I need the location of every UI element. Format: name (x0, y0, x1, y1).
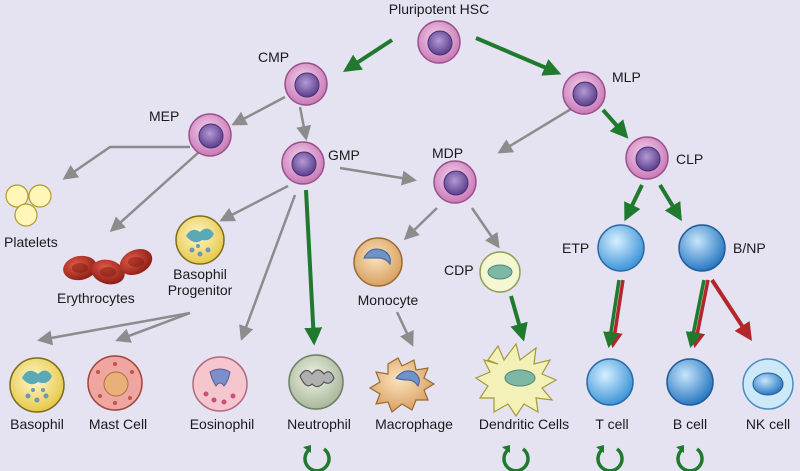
label-erythrocytes: Erythrocytes (57, 290, 135, 306)
label-eosinophil: Eosinophil (189, 416, 255, 432)
hsc-cell (417, 20, 461, 64)
label-mast-cell: Mast Cell (88, 416, 148, 432)
neutrophil-cell (288, 354, 344, 410)
label-etp: ETP (562, 240, 590, 256)
mep-cell (188, 113, 232, 157)
label-macrophage: Macrophage (375, 416, 453, 432)
basophil-cell (9, 357, 65, 413)
clp-cell (625, 136, 669, 180)
label-dendritic: Dendritic Cells (478, 416, 570, 432)
arrow-bnp-bcell-green (685, 279, 706, 349)
cmp-cell (284, 62, 328, 106)
arrows (37, 36, 752, 349)
mdp-cell (433, 160, 477, 204)
eosinophil-cell (192, 356, 248, 412)
label-clp: CLP (676, 151, 704, 167)
label-basophil: Basophil (10, 416, 64, 432)
bnp-cell (678, 224, 726, 272)
label-mlp: MLP (612, 69, 641, 85)
label-tcell: T cell (595, 416, 629, 432)
label-platelets: Platelets (4, 234, 58, 250)
mast-cell (87, 355, 143, 411)
basophil-progenitor-cell (175, 215, 225, 265)
erythrocytes-cells (63, 248, 153, 285)
neutrophil-renewal-icon (303, 445, 331, 471)
label-bcell: B cell (672, 416, 708, 432)
dendritic-cell (474, 342, 558, 418)
bcell-cell (666, 358, 714, 406)
label-mep: MEP (149, 108, 180, 124)
etp-cell (597, 224, 645, 272)
arrow-hsc-cmp (342, 38, 394, 72)
nkcell-cell (742, 358, 794, 410)
arrow-cdp-dendritic (509, 295, 528, 342)
arrow-clp-bnp (658, 183, 682, 222)
label-cmp: CMP (258, 49, 290, 65)
dendritic-renewal-icon (502, 445, 530, 471)
tcell-cell (586, 358, 634, 406)
label-basophil-progenitor-2: Progenitor (167, 282, 233, 298)
arrow-gmp-neutrophil (304, 189, 323, 346)
macrophage-cell (368, 357, 436, 413)
label-gmp: GMP (328, 147, 360, 163)
gmp-cell (281, 141, 325, 185)
tcell-renewal-icon (596, 445, 624, 471)
label-basophil-progenitor-1: Basophil (173, 266, 227, 282)
bcell-renewal-icon (676, 445, 704, 471)
arrow-mlp-clp (601, 108, 629, 139)
label-nkcell: NK cell (745, 416, 791, 432)
cdp-cell (479, 251, 521, 293)
label-bnp: B/NP (733, 240, 766, 256)
arrow-etp-tcell-green (603, 279, 621, 349)
label-monocyte: Monocyte (357, 292, 419, 308)
gray-arrows (37, 95, 577, 347)
mlp-cell (562, 71, 606, 115)
arrow-hsc-mlp (475, 36, 562, 76)
platelets-cells (5, 184, 52, 227)
label-neutrophil: Neutrophil (287, 416, 351, 432)
self-renewal-icons (303, 445, 704, 471)
monocyte-cell (353, 237, 403, 287)
label-hsc: Pluripotent HSC (388, 1, 490, 17)
label-cdp: CDP (444, 262, 474, 278)
arrow-bnp-nk-red (710, 278, 752, 342)
arrow-clp-etp (624, 184, 644, 222)
label-mdp: MDP (432, 145, 464, 161)
